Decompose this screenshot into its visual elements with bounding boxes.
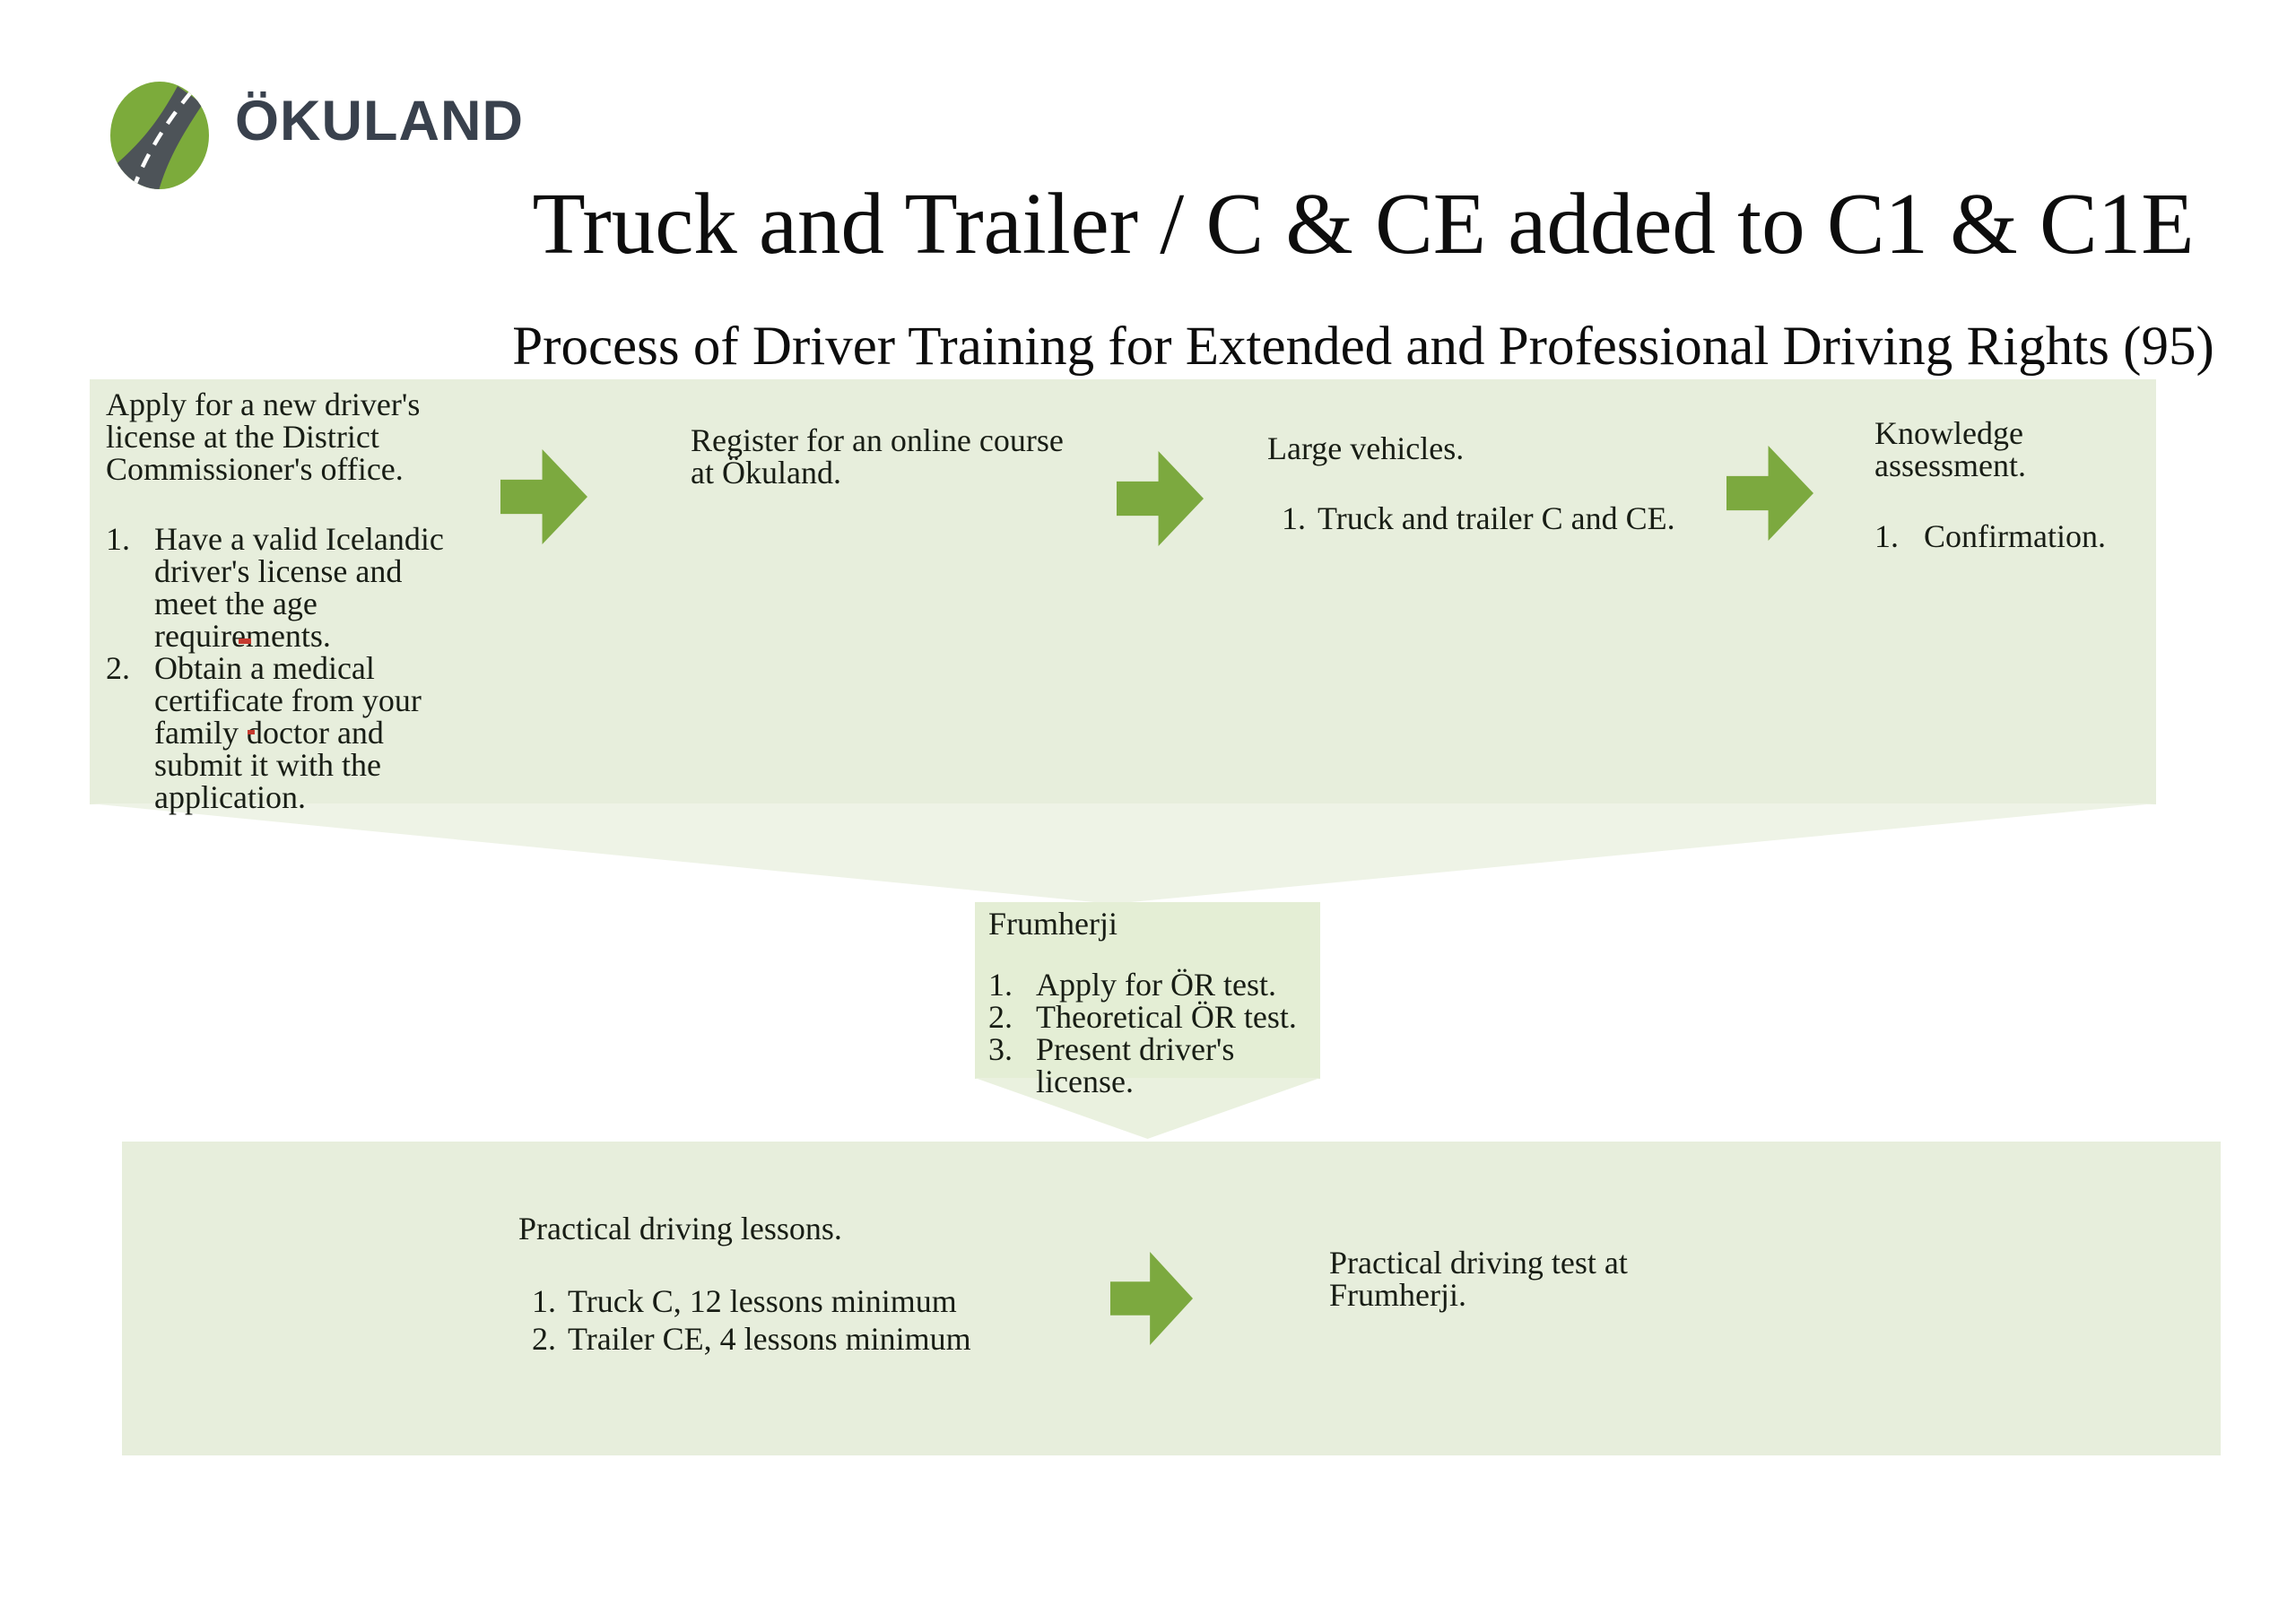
step-online-course: Register for an online course at Ökuland… — [691, 424, 1076, 489]
list-number: 1. — [1874, 518, 1899, 554]
list-number: 2. — [106, 650, 130, 686]
step-intro: Apply for a new driver's license at the … — [106, 386, 421, 487]
list-text: Apply for ÖR test. — [1036, 967, 1276, 1003]
top-process-panel — [90, 379, 2156, 804]
list-text: Confirmation. — [1924, 518, 2106, 554]
list-text: Obtain a medical certificate from your f… — [154, 650, 422, 815]
step-intro: Knowledge assessment. — [1874, 415, 2026, 483]
list-item: 2. Trailer CE, 4 lessons minimum — [532, 1323, 1160, 1355]
list-text: Truck and trailer C and CE. — [1318, 500, 1675, 536]
list-text: Truck C, 12 lessons minimum — [568, 1283, 957, 1319]
practical-lessons-list: 1. Truck C, 12 lessons minimum 2. Traile… — [532, 1285, 1160, 1360]
brand-name: ÖKULAND — [235, 90, 524, 152]
page-title: Truck and Trailer / C & CE added to C1 &… — [532, 176, 2195, 272]
list-number: 1. — [532, 1283, 556, 1319]
spellcheck-mark — [239, 638, 251, 644]
list-text: Trailer CE, 4 lessons minimum — [568, 1321, 971, 1357]
spellcheck-mark — [248, 730, 255, 734]
step-apply-license: Apply for a new driver's license at the … — [106, 388, 451, 813]
step-intro: Large vehicles. — [1267, 430, 1465, 466]
list-number: 3. — [988, 1031, 1013, 1067]
frumherji-box — [975, 902, 1320, 1079]
list-number: 2. — [532, 1321, 556, 1357]
step-list: 1. Have a valid Icelandic driver's licen… — [106, 523, 451, 813]
list-text: Have a valid Icelandic driver's license … — [154, 521, 444, 654]
step-knowledge-assessment: Knowledge assessment. 1. Confirmation. — [1874, 417, 2152, 552]
list-item: 1. Have a valid Icelandic driver's licen… — [106, 523, 451, 652]
list-item: 1. Apply for ÖR test. — [988, 968, 1320, 1001]
practical-test-text: Practical driving test at Frumherji. — [1329, 1245, 1628, 1313]
okuland-logo-icon — [110, 82, 209, 189]
list-number: 1. — [1282, 500, 1306, 536]
practical-lessons-intro: Practical driving lessons. — [518, 1211, 842, 1246]
list-text: Present driver's license. — [1036, 1031, 1235, 1099]
list-number: 1. — [106, 521, 130, 557]
frumherji-list: 1. Apply for ÖR test. 2. Theoretical ÖR … — [988, 968, 1320, 1098]
list-number: 2. — [988, 999, 1013, 1035]
step-list: 1. Confirmation. — [1874, 520, 2152, 552]
list-item: 3. Present driver's license. — [988, 1033, 1320, 1098]
list-item: 2. Theoretical ÖR test. — [988, 1001, 1320, 1033]
list-item: 1. Truck C, 12 lessons minimum — [532, 1285, 1160, 1317]
list-number: 1. — [988, 967, 1013, 1003]
page-subtitle: Process of Driver Training for Extended … — [512, 317, 2214, 377]
list-item: 1. Confirmation. — [1874, 520, 2152, 552]
list-item: 1. Truck and trailer C and CE. — [1282, 502, 1734, 534]
step-list: 1. Truck and trailer C and CE. — [1267, 502, 1734, 534]
step-large-vehicles: Large vehicles. 1. Truck and trailer C a… — [1267, 432, 1734, 534]
frumherji-title: Frumherji — [988, 906, 1118, 942]
list-text: Theoretical ÖR test. — [1036, 999, 1297, 1035]
list-item: 2. Obtain a medical certificate from you… — [106, 652, 451, 813]
step-intro: Register for an online course at Ökuland… — [691, 422, 1064, 491]
funnel-shape — [90, 803, 2156, 904]
